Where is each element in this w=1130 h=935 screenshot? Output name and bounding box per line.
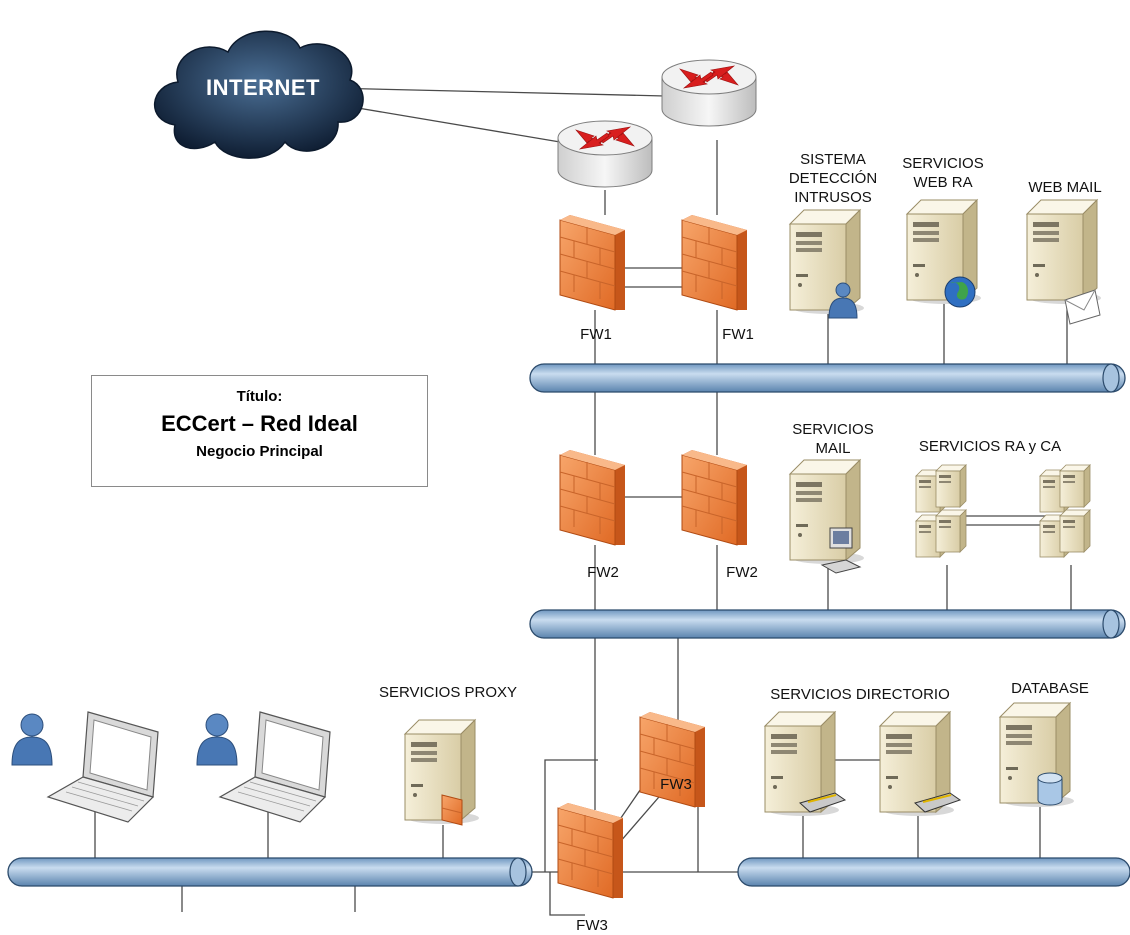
firewall-fw1-left-icon — [559, 214, 626, 311]
envelope-icon — [1064, 289, 1101, 325]
database-cylinder-icon — [1037, 772, 1063, 806]
web-ra-label: SERVICIOS WEB RA — [902, 155, 984, 191]
network-bus-internal — [737, 857, 1130, 887]
directory-switch-right-icon — [913, 792, 962, 813]
mail-services-label: SERVICIOS MAIL — [792, 421, 874, 457]
laptop-2-icon — [219, 711, 331, 823]
fw2-right-label: FW2 — [726, 564, 758, 581]
firewall-fw2-left-icon — [559, 449, 626, 546]
firewall-fw3-lower-icon — [557, 802, 624, 899]
ids-user-badge-icon — [828, 282, 858, 319]
router-bottom-icon — [557, 120, 653, 188]
web-mail-server-icon — [1026, 199, 1102, 305]
database-server-icon — [999, 702, 1075, 808]
ra-ca-services-label: SERVICIOS RA y CA — [918, 438, 1062, 455]
ids-server-icon — [789, 209, 865, 315]
internet-cloud-icon — [154, 30, 364, 159]
globe-icon — [944, 276, 976, 308]
user-1-icon — [11, 713, 53, 766]
router-top-icon — [661, 59, 757, 127]
network-bus-lan — [7, 857, 533, 887]
ids-label: SISTEMA DETECCIÓN INTRUSOS — [788, 151, 878, 206]
fw3-lower-label: FW3 — [576, 917, 608, 934]
computer-monitor-icon — [820, 527, 862, 574]
laptop-1-icon — [47, 711, 159, 823]
diagram-subtitle: Negocio Principal — [196, 443, 323, 460]
ra-ca-server-cluster-right-icon — [1039, 464, 1091, 558]
ra-ca-server-cluster-left-icon — [915, 464, 967, 558]
database-label: DATABASE — [1011, 680, 1089, 697]
title-heading: Título: — [236, 388, 283, 405]
fw1-left-label: FW1 — [580, 326, 612, 343]
internet-router-cable-top — [329, 87, 666, 97]
internet-router-cable-bottom — [339, 104, 561, 143]
fw3-upper-label: FW3 — [660, 776, 692, 793]
network-bus-1 — [529, 363, 1126, 393]
directory-switch-left-icon — [798, 792, 847, 813]
diagram-title: ECCert – Red Ideal — [161, 411, 358, 436]
user-2-icon — [196, 713, 238, 766]
firewall-fw2-right-icon — [681, 449, 748, 546]
proxy-services-label: SERVICIOS PROXY — [378, 684, 518, 701]
proxy-firewall-badge-icon — [441, 794, 463, 826]
title-box: Título: ECCert – Red Ideal Negocio Princ… — [91, 375, 428, 487]
fw2-left-label: FW2 — [587, 564, 619, 581]
firewall-fw1-right-icon — [681, 214, 748, 311]
mail-server-icon — [789, 459, 865, 565]
internet-label: INTERNET — [206, 75, 320, 100]
web-mail-label: WEB MAIL — [1028, 179, 1102, 196]
fw1-right-label: FW1 — [722, 326, 754, 343]
network-bus-2 — [529, 609, 1126, 639]
directory-services-label: SERVICIOS DIRECTORIO — [770, 686, 950, 703]
